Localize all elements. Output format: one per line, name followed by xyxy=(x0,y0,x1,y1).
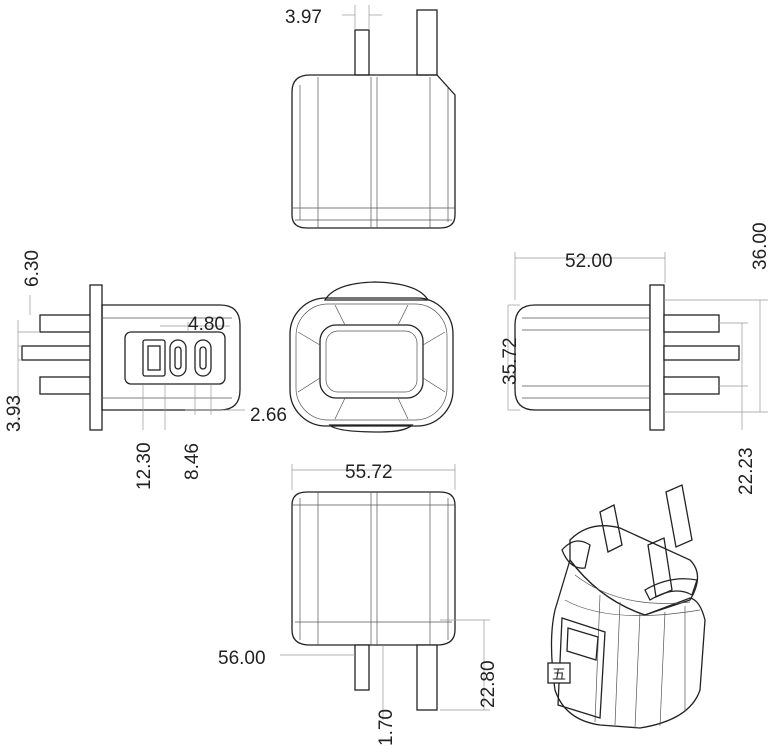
dim-4-80: 4.80 xyxy=(188,314,225,335)
dim-56-00: 56.00 xyxy=(218,648,266,669)
dim-3-93: 3.93 xyxy=(4,395,25,432)
dim-1-70: 1.70 xyxy=(376,709,397,746)
face-view xyxy=(289,281,454,433)
isometric-view xyxy=(547,484,706,729)
right-view xyxy=(507,252,768,431)
dim-8-46: 8.46 xyxy=(182,443,203,480)
left-view xyxy=(17,284,245,431)
dim-36-00: 36.00 xyxy=(750,222,771,270)
dim-3-97: 3.97 xyxy=(285,7,322,28)
dim-2-66: 2.66 xyxy=(250,405,287,426)
dim-6-30: 6.30 xyxy=(22,250,43,287)
dim-12-30: 12.30 xyxy=(134,442,155,490)
top-view xyxy=(291,5,456,229)
dim-52-00: 52.00 xyxy=(565,251,613,272)
dim-55-72: 55.72 xyxy=(345,462,393,483)
dim-22-23: 22.23 xyxy=(736,447,757,495)
dim-22-80: 22.80 xyxy=(478,660,499,708)
iso-glyph: 五 xyxy=(552,667,566,683)
bottom-view xyxy=(280,464,490,720)
dim-35-72: 35.72 xyxy=(500,337,521,385)
